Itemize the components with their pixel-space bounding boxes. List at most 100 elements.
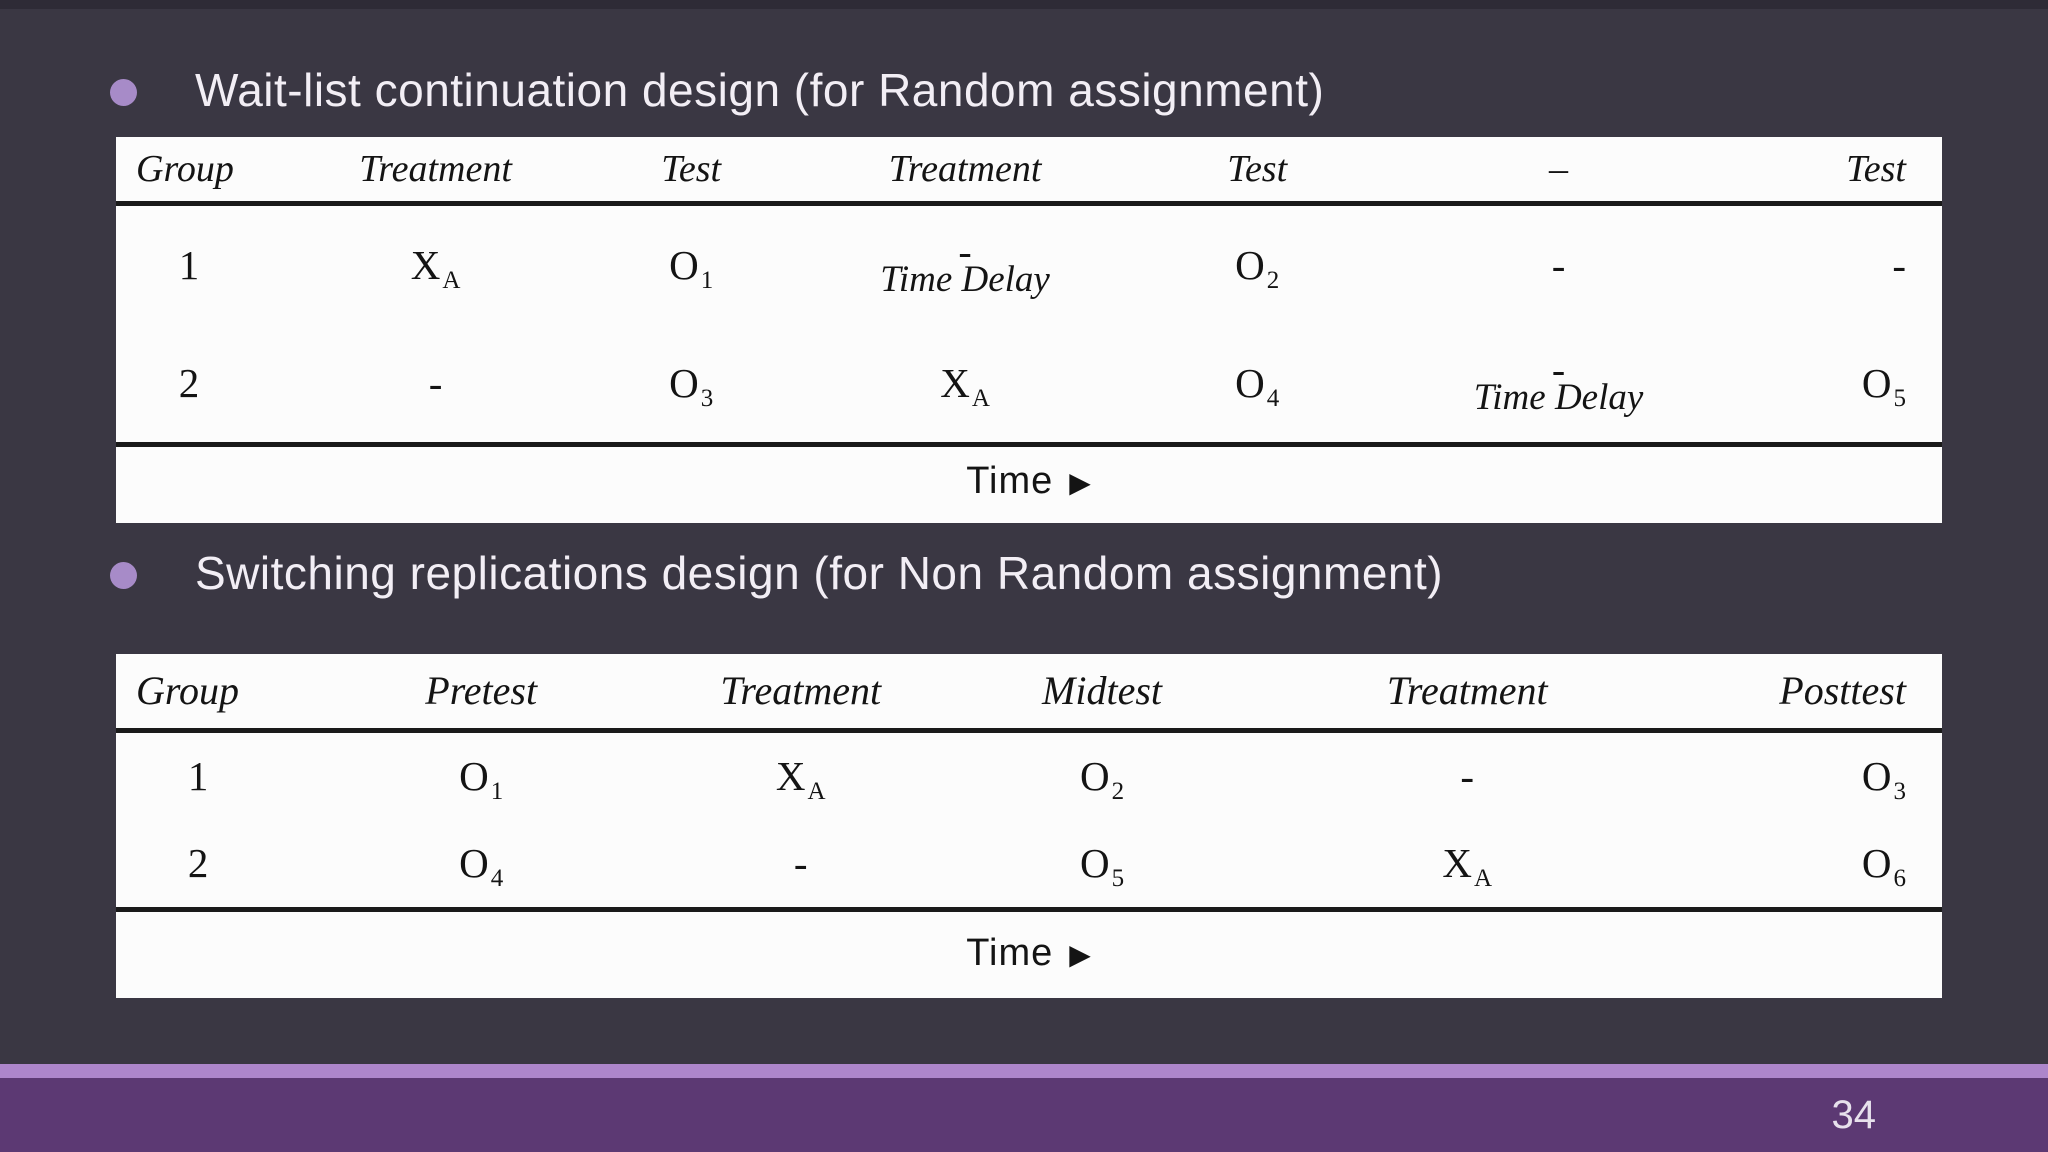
bullet-title: Switching replications design (for Non R… [195, 547, 1444, 599]
dash: - [958, 228, 972, 274]
cell-midtest: O5 [919, 840, 1284, 892]
table-header-row: Group Treatment Test Treatment Test – Te… [116, 137, 1942, 206]
bullet-icon [110, 562, 137, 589]
notation-subscript: 1 [700, 266, 714, 294]
header-test-3: Test [1846, 148, 1906, 190]
notation-base: O [459, 840, 489, 886]
cell-group: 1 [178, 241, 200, 288]
page-number: 34 [1831, 1092, 1877, 1137]
cell-test: O5 [1759, 359, 1942, 411]
notation-subscript: 3 [1893, 778, 1906, 805]
time-axis-row: Time ▶ [116, 447, 1942, 515]
table-body: 1 O1 XA O2 - O3 2 O4 - O5 XA O6 [116, 733, 1942, 912]
header-test-2: Test [1227, 148, 1288, 190]
cell-test: O1 [609, 241, 773, 293]
right-triangle-icon: ▶ [1069, 466, 1092, 498]
cell-treatment: XA [682, 753, 919, 805]
notation-subscript: 2 [1266, 266, 1280, 294]
switching-replications-table: Group Pretest Treatment Midtest Treatmen… [116, 654, 1942, 998]
cell-posttest: O6 [1650, 840, 1942, 892]
notation-base: O [1861, 359, 1892, 406]
cell-dash: - [793, 840, 808, 886]
notation-base: X [410, 241, 441, 288]
header-dash: – [1549, 148, 1569, 190]
notation-subscript: 2 [1111, 778, 1125, 805]
cell-dash: - [428, 359, 443, 406]
notation-base: O [1861, 840, 1892, 886]
dash: - [1551, 346, 1566, 392]
header-treatment-1: Treatment [359, 148, 512, 190]
notation-subscript: 1 [490, 778, 504, 805]
notation-subscript: A [442, 266, 461, 294]
notation-base: O [1235, 241, 1265, 288]
cell-group: 2 [187, 840, 209, 886]
footer-bar: 34 [0, 1078, 2048, 1152]
table-row: 2 - O3 XA O4 - Time Delay O5 [116, 324, 1942, 442]
cell-midtest: O2 [919, 753, 1284, 805]
notation-subscript: A [807, 778, 826, 805]
time-delay-stack: - Time Delay [773, 228, 1156, 300]
cell-treatment: XA [773, 359, 1156, 411]
slide-top-edge [0, 0, 2048, 9]
header-group: Group [136, 668, 239, 713]
notation-base: O [1861, 753, 1892, 799]
cell-dash: - [1551, 241, 1566, 288]
notation-subscript: A [971, 384, 990, 412]
header-pretest: Pretest [425, 668, 538, 713]
table-header-row: Group Pretest Treatment Midtest Treatmen… [116, 654, 1942, 733]
notation-base: O [669, 359, 699, 406]
notation-subscript: 6 [1893, 865, 1906, 892]
bullet-item-switching: Switching replications design (for Non R… [110, 543, 1443, 603]
bullet-icon [110, 79, 137, 106]
notation-subscript: 5 [1111, 865, 1125, 892]
notation-base: X [775, 753, 806, 799]
notation-base: O [1079, 753, 1110, 799]
table-row: 1 O1 XA O2 - O3 [116, 733, 1942, 820]
notation-subscript: 3 [700, 384, 714, 412]
notation-base: X [940, 359, 970, 406]
header-treatment-1: Treatment [720, 668, 882, 713]
table-row: 1 XA O1 - Time Delay O2 - - [116, 206, 1942, 324]
table-row: 2 O4 - O5 XA O6 [116, 820, 1942, 907]
header-test-1: Test [661, 148, 722, 190]
header-posttest: Posttest [1779, 668, 1906, 713]
notation-base: O [669, 241, 699, 288]
right-triangle-icon: ▶ [1069, 938, 1092, 970]
header-treatment-2: Treatment [1386, 668, 1548, 713]
notation-subscript: 5 [1893, 384, 1906, 412]
cell-dash: - [1460, 753, 1475, 799]
notation-subscript: 4 [1266, 384, 1280, 412]
table-body: 1 XA O1 - Time Delay O2 - - 2 - O3 XA O4 [116, 206, 1942, 447]
bullet-item-waitlist: Wait-list continuation design (for Rando… [110, 60, 1324, 120]
time-label: Time [966, 931, 1054, 974]
cell-treatment: XA [1285, 840, 1650, 892]
cell-time-delay: - Time Delay [773, 228, 1156, 300]
cell-pretest: O1 [280, 753, 682, 805]
header-treatment-2: Treatment [888, 148, 1042, 190]
bullet-title: Wait-list continuation design (for Rando… [195, 64, 1325, 116]
notation-subscript: 4 [490, 865, 504, 892]
cell-group: 1 [187, 753, 209, 799]
notation-subscript: A [1473, 865, 1493, 892]
header-midtest: Midtest [1042, 668, 1162, 713]
time-delay-label: Time Delay [1473, 376, 1644, 418]
cell-posttest: O3 [1650, 753, 1942, 805]
cell-test: O2 [1157, 241, 1358, 293]
cell-test: O3 [609, 359, 773, 411]
cell-dash: - [1892, 241, 1906, 288]
footer-accent-stripe [0, 1064, 2048, 1078]
notation-base: O [1235, 359, 1265, 406]
waitlist-design-table: Group Treatment Test Treatment Test – Te… [116, 137, 1942, 523]
notation-base: O [459, 753, 489, 799]
header-group: Group [136, 148, 234, 190]
time-axis-row: Time ▶ [116, 912, 1942, 994]
cell-treatment: XA [262, 241, 609, 293]
time-delay-stack: - Time Delay [1358, 346, 1760, 418]
time-delay-label: Time Delay [880, 258, 1050, 300]
time-label: Time [966, 459, 1054, 502]
notation-base: X [1442, 840, 1472, 886]
cell-test: O4 [1157, 359, 1358, 411]
cell-pretest: O4 [280, 840, 682, 892]
notation-base: O [1079, 840, 1110, 886]
cell-time-delay: - Time Delay [1358, 346, 1760, 418]
